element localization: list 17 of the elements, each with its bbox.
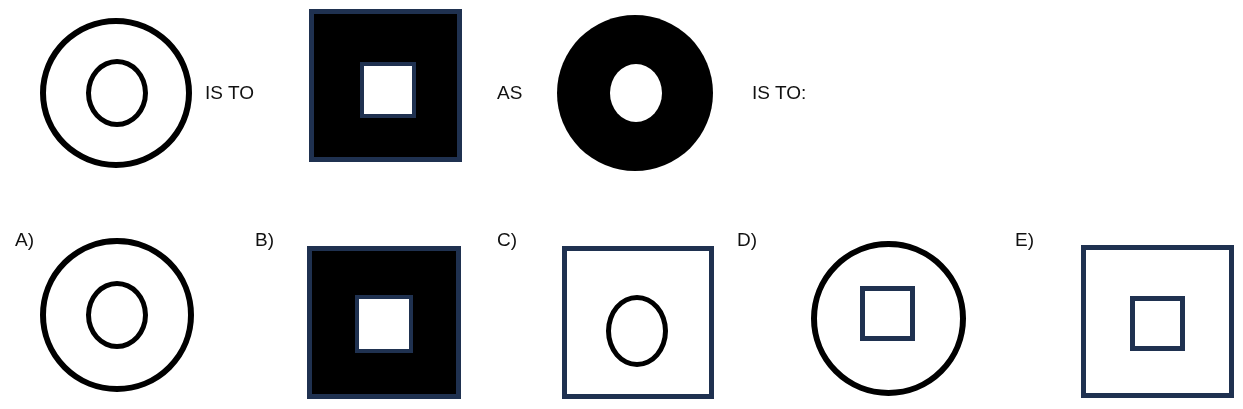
square-shape <box>355 294 413 353</box>
square-frame-shape <box>562 246 714 399</box>
square-shape <box>1130 296 1185 351</box>
relation-text: IS TO <box>205 82 254 104</box>
option-letter: A) <box>15 229 34 251</box>
filled-square-shape <box>307 246 461 399</box>
square-frame-shape <box>1081 245 1234 398</box>
relation-text: AS <box>497 82 523 104</box>
relation-text: IS TO: <box>752 82 807 104</box>
square-shape <box>860 286 915 341</box>
hole-shape <box>610 64 662 122</box>
filled-square-shape <box>309 9 462 162</box>
option-letter: B) <box>255 229 274 251</box>
option-letter: E) <box>1015 229 1034 251</box>
square-shape <box>359 61 416 118</box>
option-letter: C) <box>497 229 518 251</box>
option-letter: D) <box>737 229 758 251</box>
